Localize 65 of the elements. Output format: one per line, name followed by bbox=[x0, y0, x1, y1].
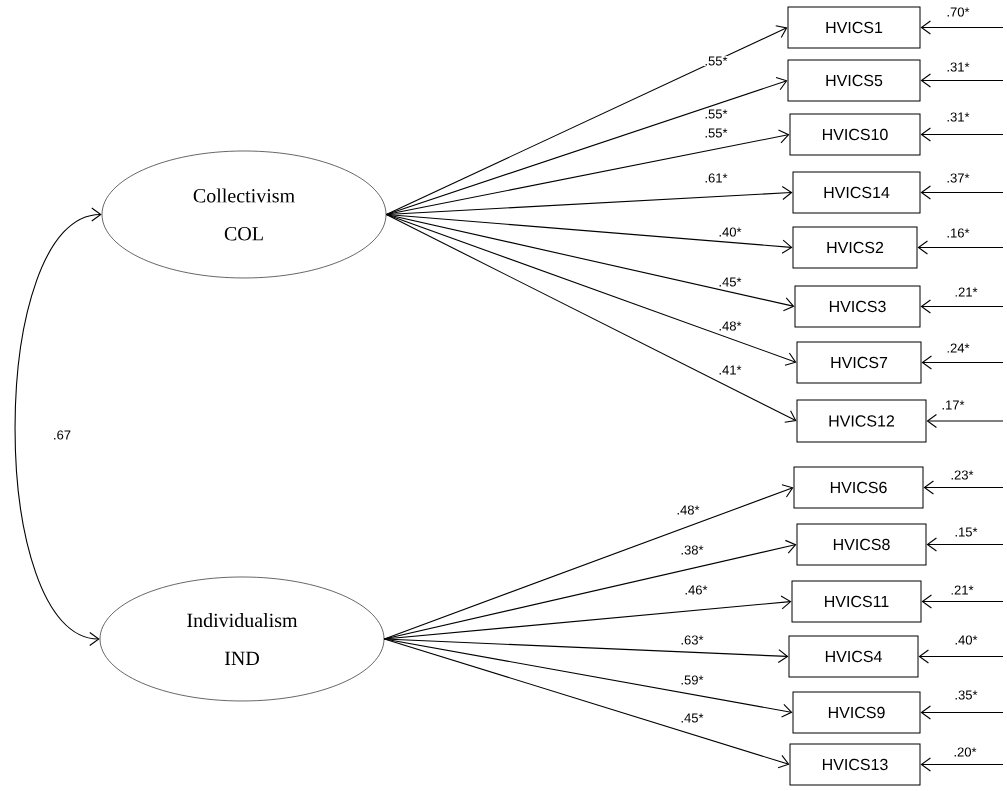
error-arrow bbox=[921, 355, 1004, 370]
edge-label: .37* bbox=[945, 172, 971, 184]
edge-label: .20* bbox=[952, 746, 978, 758]
indicator-box: HVICS2 bbox=[792, 226, 918, 269]
error-arrow bbox=[920, 299, 1004, 314]
edge-label: .45* bbox=[679, 712, 705, 723]
indicator-box: HVICS6 bbox=[793, 466, 924, 509]
error-arrow bbox=[920, 185, 1004, 200]
loading-arrow bbox=[385, 76, 788, 216]
loading-arrow bbox=[385, 213, 795, 312]
edge-label: .21* bbox=[949, 584, 975, 595]
error-arrow bbox=[926, 537, 1004, 552]
edge-label: .31* bbox=[945, 61, 971, 73]
edge-label: .23* bbox=[949, 469, 975, 481]
edge-label: .16* bbox=[945, 227, 971, 239]
indicator-box: HVICS7 bbox=[796, 341, 922, 384]
indicator-box: HVICS4 bbox=[788, 635, 919, 678]
indicator-box: HVICS13 bbox=[789, 743, 921, 786]
indicator-box: HVICS14 bbox=[792, 171, 921, 214]
edge-label: .38* bbox=[679, 544, 705, 556]
edge-label: .61* bbox=[703, 172, 729, 184]
edge-label: .55* bbox=[703, 127, 729, 138]
edge-label: .45* bbox=[717, 276, 743, 287]
error-arrow bbox=[917, 240, 1004, 255]
indicator-box: HVICS8 bbox=[796, 523, 927, 566]
indicator-box: HVICS3 bbox=[794, 285, 921, 328]
edge-label: .46* bbox=[683, 584, 709, 596]
edge-label: .48* bbox=[717, 320, 743, 332]
indicator-box: HVICS10 bbox=[789, 113, 921, 156]
edge-label: .40* bbox=[717, 226, 743, 238]
error-arrow bbox=[920, 73, 1004, 88]
error-arrow bbox=[920, 127, 1004, 142]
edge-label: .17* bbox=[940, 400, 966, 410]
error-arrow bbox=[923, 480, 1004, 495]
edge-label: .15* bbox=[953, 526, 979, 537]
error-arrow bbox=[921, 594, 1004, 609]
loading-arrow bbox=[385, 129, 790, 216]
indicator-box: HVICS1 bbox=[787, 6, 921, 49]
indicator-box: HVICS5 bbox=[787, 59, 921, 102]
error-arrow bbox=[918, 649, 1004, 664]
indicator-box: HVICS9 bbox=[792, 691, 921, 734]
edge-label: .35* bbox=[953, 689, 979, 701]
loading-arrow bbox=[383, 638, 789, 664]
error-arrow bbox=[920, 20, 1004, 35]
error-arrow bbox=[926, 413, 1004, 429]
edge-label: .21* bbox=[953, 286, 979, 297]
indicator-box: HVICS11 bbox=[791, 580, 922, 623]
edge-label: .70* bbox=[945, 6, 971, 18]
error-arrow bbox=[920, 757, 1004, 772]
loading-arrow bbox=[383, 638, 790, 769]
edge-label: .24* bbox=[945, 342, 971, 354]
edge-label: .59* bbox=[679, 674, 705, 686]
loading-arrow bbox=[385, 213, 797, 423]
edge-label: .31* bbox=[945, 111, 971, 123]
edge-label: .48* bbox=[675, 504, 701, 516]
indicator-box: HVICS12 bbox=[796, 399, 927, 443]
edge-label: .63* bbox=[679, 634, 705, 646]
covariance-arrow bbox=[14, 207, 102, 647]
edge-label: .55* bbox=[703, 108, 729, 119]
loading-arrow bbox=[383, 484, 794, 640]
error-arrow bbox=[920, 705, 1004, 720]
edge-label: .40* bbox=[953, 634, 979, 646]
edge-label: .41* bbox=[717, 365, 743, 375]
edge-label: .67 bbox=[52, 429, 72, 441]
edge-label: .55* bbox=[703, 55, 729, 66]
